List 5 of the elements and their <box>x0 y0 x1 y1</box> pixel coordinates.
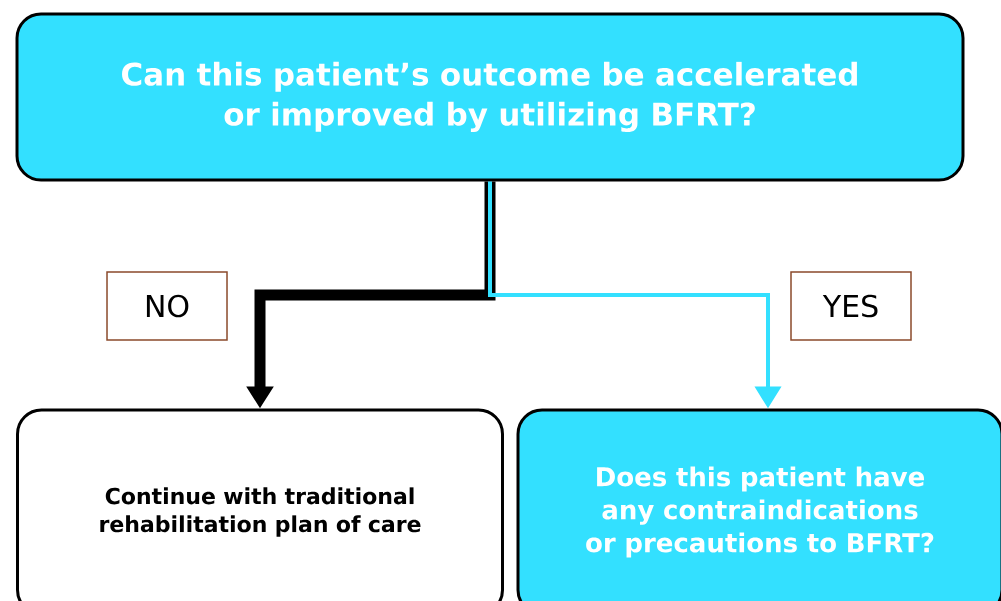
question-box: Does this patient have any contraindications or precautions to BFRT? <box>516 408 1001 601</box>
edge-label: NO <box>106 271 228 341</box>
edge-label: YES <box>790 271 912 341</box>
outcome-box: Continue with traditional rehabilitation plan of care <box>16 408 504 601</box>
question-box: Can this patient’s outcome be accelerated or improved by utilizing BFRT? <box>15 12 965 182</box>
